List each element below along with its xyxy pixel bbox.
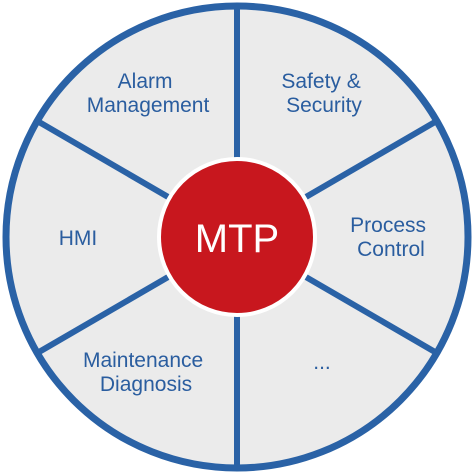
segment-label-line: Control xyxy=(357,238,425,261)
segment-label-more: ... xyxy=(313,351,331,374)
segment-label-line: Maintenance xyxy=(83,349,203,372)
segment-label-maintenance-diagnosis: Maintenance Diagnosis xyxy=(83,349,209,396)
segment-label-line: Security xyxy=(286,94,362,117)
segment-label-line: Safety & xyxy=(281,70,360,93)
segment-label-line: Management xyxy=(87,94,210,117)
segment-label-line: HMI xyxy=(59,227,98,250)
segment-label-line: Alarm xyxy=(118,70,173,93)
segment-label-hmi: HMI xyxy=(59,227,98,250)
segment-label-safety-security: Safety & Security xyxy=(281,70,366,117)
segment-label-line: Diagnosis xyxy=(100,373,192,396)
segment-label-line: ... xyxy=(313,351,331,374)
segment-label-process-control: Process Control xyxy=(350,214,432,261)
segment-label-line: Process xyxy=(350,214,426,237)
mtp-center-circle xyxy=(157,157,317,317)
segment-label-alarm-management: Alarm Management xyxy=(87,70,210,117)
center-label: MTP xyxy=(195,217,279,261)
